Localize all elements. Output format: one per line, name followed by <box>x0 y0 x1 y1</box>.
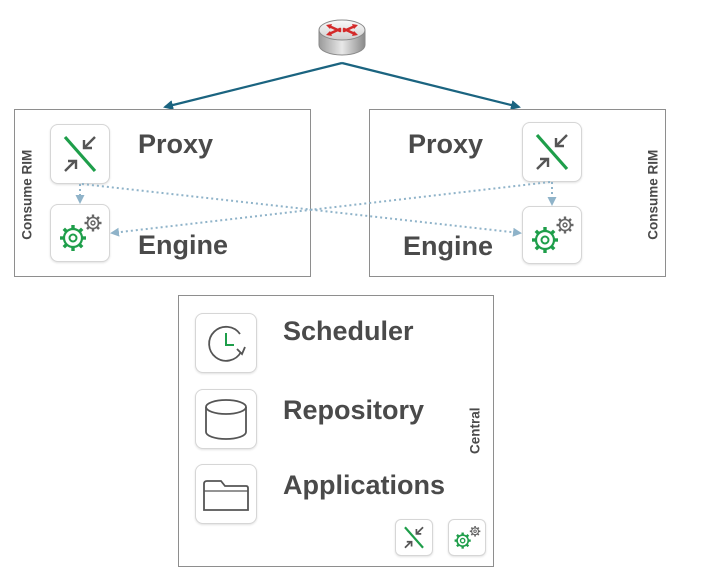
scheduler-tile <box>195 313 257 373</box>
central-proxy-tile <box>395 519 433 556</box>
consume-rim-left-label: Consume RIM <box>19 149 35 240</box>
repository-tile <box>195 389 257 449</box>
central-label: Central <box>467 407 483 455</box>
database-icon <box>205 399 247 440</box>
router-icon <box>316 14 368 60</box>
proxy-right-tile <box>522 122 582 182</box>
router-to-right-rim-arrow <box>341 61 521 110</box>
engine-gears-icon <box>60 214 102 251</box>
scheduler-label: Scheduler <box>283 316 414 346</box>
proxy-icon <box>404 526 424 549</box>
central-engine-tile <box>448 519 486 556</box>
proxy-left-tile <box>50 124 110 184</box>
engine-left-label: Engine <box>138 230 229 260</box>
consume-rim-right-label: Consume RIM <box>645 149 661 240</box>
engine-gears-icon <box>454 526 481 549</box>
proxy-right-label: Proxy <box>408 129 484 159</box>
engine-left-tile <box>50 204 110 262</box>
proxy-icon <box>535 133 569 171</box>
proxy-left-label: Proxy <box>138 129 214 159</box>
folder-icon <box>203 480 249 511</box>
proxy-icon <box>63 135 97 173</box>
engine-right-tile <box>522 206 582 264</box>
clock-icon <box>208 325 246 362</box>
repository-label: Repository <box>283 395 425 425</box>
applications-label: Applications <box>283 470 446 500</box>
router-to-left-rim-arrow <box>163 61 343 110</box>
engine-right-label: Engine <box>403 231 494 261</box>
engine-gears-icon <box>532 216 574 253</box>
applications-tile <box>195 464 257 524</box>
